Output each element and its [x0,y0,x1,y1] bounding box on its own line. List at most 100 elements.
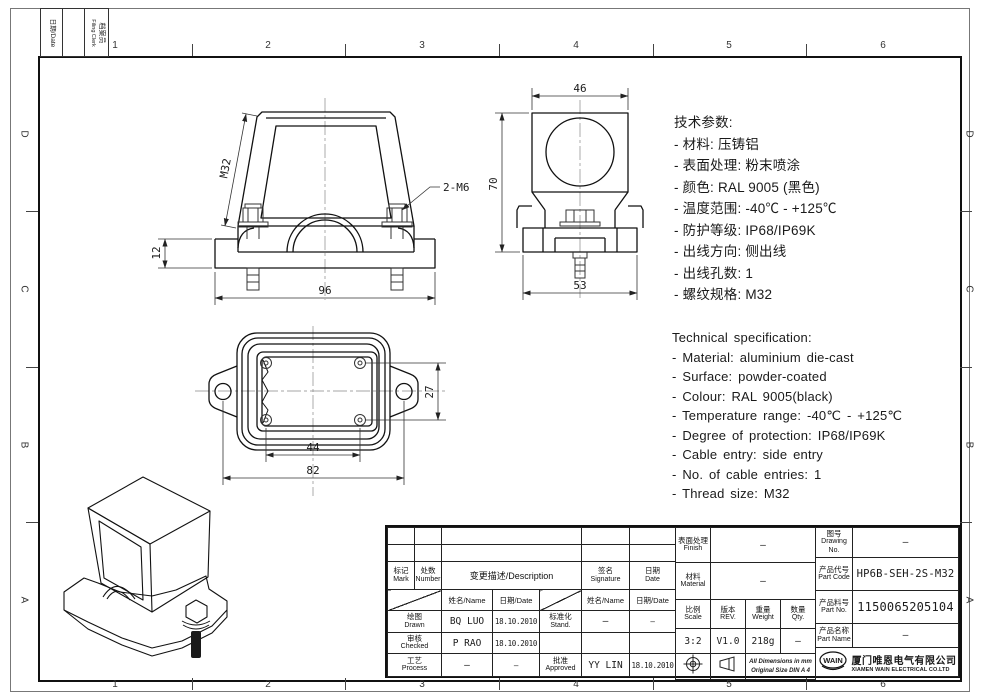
stamp-filing-cell: 档案员 Filing Clerk [84,8,109,57]
spec-en-line: - Cable entry: side entry [672,447,824,462]
zone-tick [345,44,346,56]
zone-col-top: 1 [112,40,118,51]
description-header: 变更描述/Description [440,561,583,590]
front-view: 96 12 M32 2-M6 [150,98,470,305]
spec-cn-line: 技术参数: [674,115,733,130]
spec-cn-line: - 温度范围: -40℃ - +125℃ [674,201,837,216]
dim-front-thread: M32 [217,157,234,179]
date-sub-header: 日期/Date [492,589,540,611]
process-name: – [441,653,493,677]
qty-value: – [779,628,817,654]
approved-name: YY LIN [581,653,631,677]
spec-en-line: Technical specification: [672,330,812,345]
isometric-view [63,476,228,658]
spec-en-line: - Surface: powder-coated [672,369,827,384]
sig-date-sub-header: 日期/Date [629,589,677,611]
zone-tick [26,211,38,212]
weight-value: 218g [745,628,781,654]
part-no-value: 1150065205104 [852,590,959,624]
zone-tick [960,211,972,212]
part-code-value: HP6B-SEH-2S-M32 [852,557,959,591]
zone-col-bottom: 1 [112,679,118,690]
dim-top-screw-span: 44 [306,441,320,454]
diagonal-cell [387,589,442,611]
drawing-no-value: – [852,527,959,558]
spec-block-english: Technical specification: - Material: alu… [672,328,962,504]
zone-col-top: 5 [726,40,732,51]
zone-col-bottom: 2 [265,679,271,690]
zone-tick [806,678,807,690]
drawn-date: 18.10.2010 [492,610,540,633]
stand-name: – [581,610,631,633]
dim-top-screw-span-v: 27 [423,385,436,398]
zone-tick [653,678,654,690]
zone-tick [960,367,972,368]
company-cell: WAIN 厦门唯恩电气有限公司 XIAMEN WAIN ELECTRICAL C… [815,647,959,677]
spec-en-line: - Colour: RAL 9005(black) [672,388,833,404]
zone-tick [806,44,807,56]
approved-date: 18.10.2010 [629,653,677,677]
svg-text:WAIN: WAIN [823,656,843,665]
zone-tick [499,44,500,56]
zone-tick [192,44,193,56]
diagonal-cell [538,589,583,611]
dimensions-note: All Dimensions in mm Original Size DIN A… [744,653,817,680]
spec-cn-line: - 出线孔数: 1 [674,265,754,281]
zone-col-bottom: 5 [726,679,732,690]
zone-col-bottom: 4 [573,679,579,690]
zone-col-top: 2 [265,40,271,51]
zone-col-top: 3 [419,40,425,51]
zone-col-bottom: 3 [419,679,425,690]
top-view: 44 82 27 [195,326,448,496]
cone-symbol-cell [710,653,746,680]
spec-cn-line: - 材料: 压铸铝 [674,136,760,152]
dim-side-top-width: 46 [573,82,586,95]
zone-tick [192,678,193,690]
zone-col-top: 4 [573,40,579,51]
spec-en-line: - Degree of protection: IP68/IP69K [672,427,886,443]
sig-name-sub-header: 姓名/Name [581,589,631,611]
company-name-cn: 厦门唯恩电气有限公司 [851,655,957,667]
zone-tick [960,522,972,523]
finish-value: – [709,527,817,563]
projection-symbol-cell [675,653,711,680]
scale-value: 3:2 [675,628,711,654]
drawn-name: BQ LUO [441,610,493,633]
dim-side-base-width: 53 [573,279,586,292]
side-view: 46 70 53 [487,82,644,300]
spec-en-line: - Temperature range: -40℃ - +125℃ [672,408,903,423]
first-angle-projection-icon [683,654,703,674]
zone-tick [653,44,654,56]
rev-empty [387,527,415,545]
outer-border [10,8,970,692]
dim-front-bolts: 2-M6 [443,181,470,194]
inner-border [38,56,962,682]
spec-cn-line: - 螺纹规格: M32 [674,287,773,302]
rev-value: V1.0 [710,628,746,654]
spec-en-line: - Thread size: M32 [672,486,790,501]
spec-cn-line: - 防护等级: IP68/IP69K [674,222,816,238]
zone-tick [499,678,500,690]
spec-en-line: - No. of cable entries: 1 [672,466,822,482]
zone-col-top: 6 [880,40,886,51]
projection-cone-icon [719,656,735,672]
dim-front-flange: 12 [150,246,163,259]
checked-date: 18.10.2010 [492,632,540,654]
spec-en-line: - Material: aluminium die-cast [672,349,854,365]
